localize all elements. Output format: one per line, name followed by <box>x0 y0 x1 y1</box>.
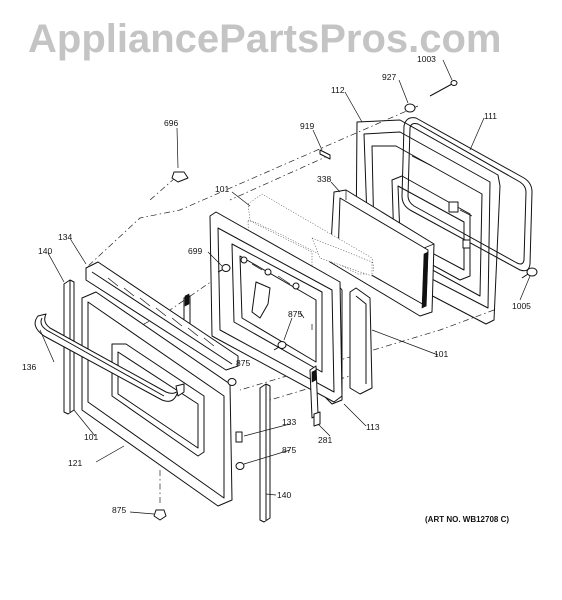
callout-101-top: 101 <box>215 184 229 194</box>
part-133-clip <box>235 431 243 443</box>
art-number: (ART NO. WB12708 C) <box>425 515 509 524</box>
callout-112: 112 <box>331 85 345 95</box>
part-140-right-trim <box>259 383 271 523</box>
callout-875-bottom: 875 <box>112 505 126 515</box>
part-134-top-trim <box>85 261 239 371</box>
part-875-screw-bottom <box>153 509 167 521</box>
part-111-gasket <box>401 117 533 272</box>
part-1005-screw <box>521 267 538 279</box>
callout-140-right: 140 <box>277 490 291 500</box>
callout-699: 699 <box>188 246 202 256</box>
callout-111: 111 <box>484 111 497 121</box>
callout-labels: 1003 927 112 111 696 919 338 101 699 134… <box>22 54 531 515</box>
callout-338: 338 <box>317 174 331 184</box>
part-121-outer-door <box>81 291 233 507</box>
part-136-handle <box>34 313 185 402</box>
part-875-screw-middle <box>273 341 287 351</box>
part-696-screw <box>171 171 189 183</box>
callout-101-bottom: 101 <box>84 432 98 442</box>
callout-134: 134 <box>58 232 72 242</box>
callout-696: 696 <box>164 118 178 128</box>
callout-136: 136 <box>22 362 36 372</box>
part-919-pin <box>319 149 331 160</box>
part-1003-screw <box>429 80 458 97</box>
part-281-hinge <box>309 365 321 427</box>
part-101-inner-frame <box>209 211 343 403</box>
callout-1005: 1005 <box>512 301 531 311</box>
part-875-screw-right <box>235 462 245 470</box>
part-875-screw-door <box>227 378 237 386</box>
part-927-bumper <box>404 103 416 113</box>
callout-140-left: 140 <box>38 246 52 256</box>
callout-1003: 1003 <box>417 54 436 64</box>
callout-927: 927 <box>382 72 396 82</box>
callout-919: 919 <box>300 121 314 131</box>
callout-113: 113 <box>366 422 380 432</box>
callout-875-door: 875 <box>236 358 250 368</box>
callout-101-right: 101 <box>434 349 448 359</box>
callout-875-right: 875 <box>282 445 296 455</box>
part-338-inner-glass <box>329 189 435 317</box>
callout-875-middle: 875 <box>288 309 302 319</box>
watermark-text: AppliancePartsPros.com <box>28 17 502 61</box>
callout-133: 133 <box>282 417 296 427</box>
part-699-screw <box>217 264 231 273</box>
leader-lines <box>39 59 531 515</box>
callout-281: 281 <box>318 435 332 445</box>
callout-121: 121 <box>68 458 82 468</box>
